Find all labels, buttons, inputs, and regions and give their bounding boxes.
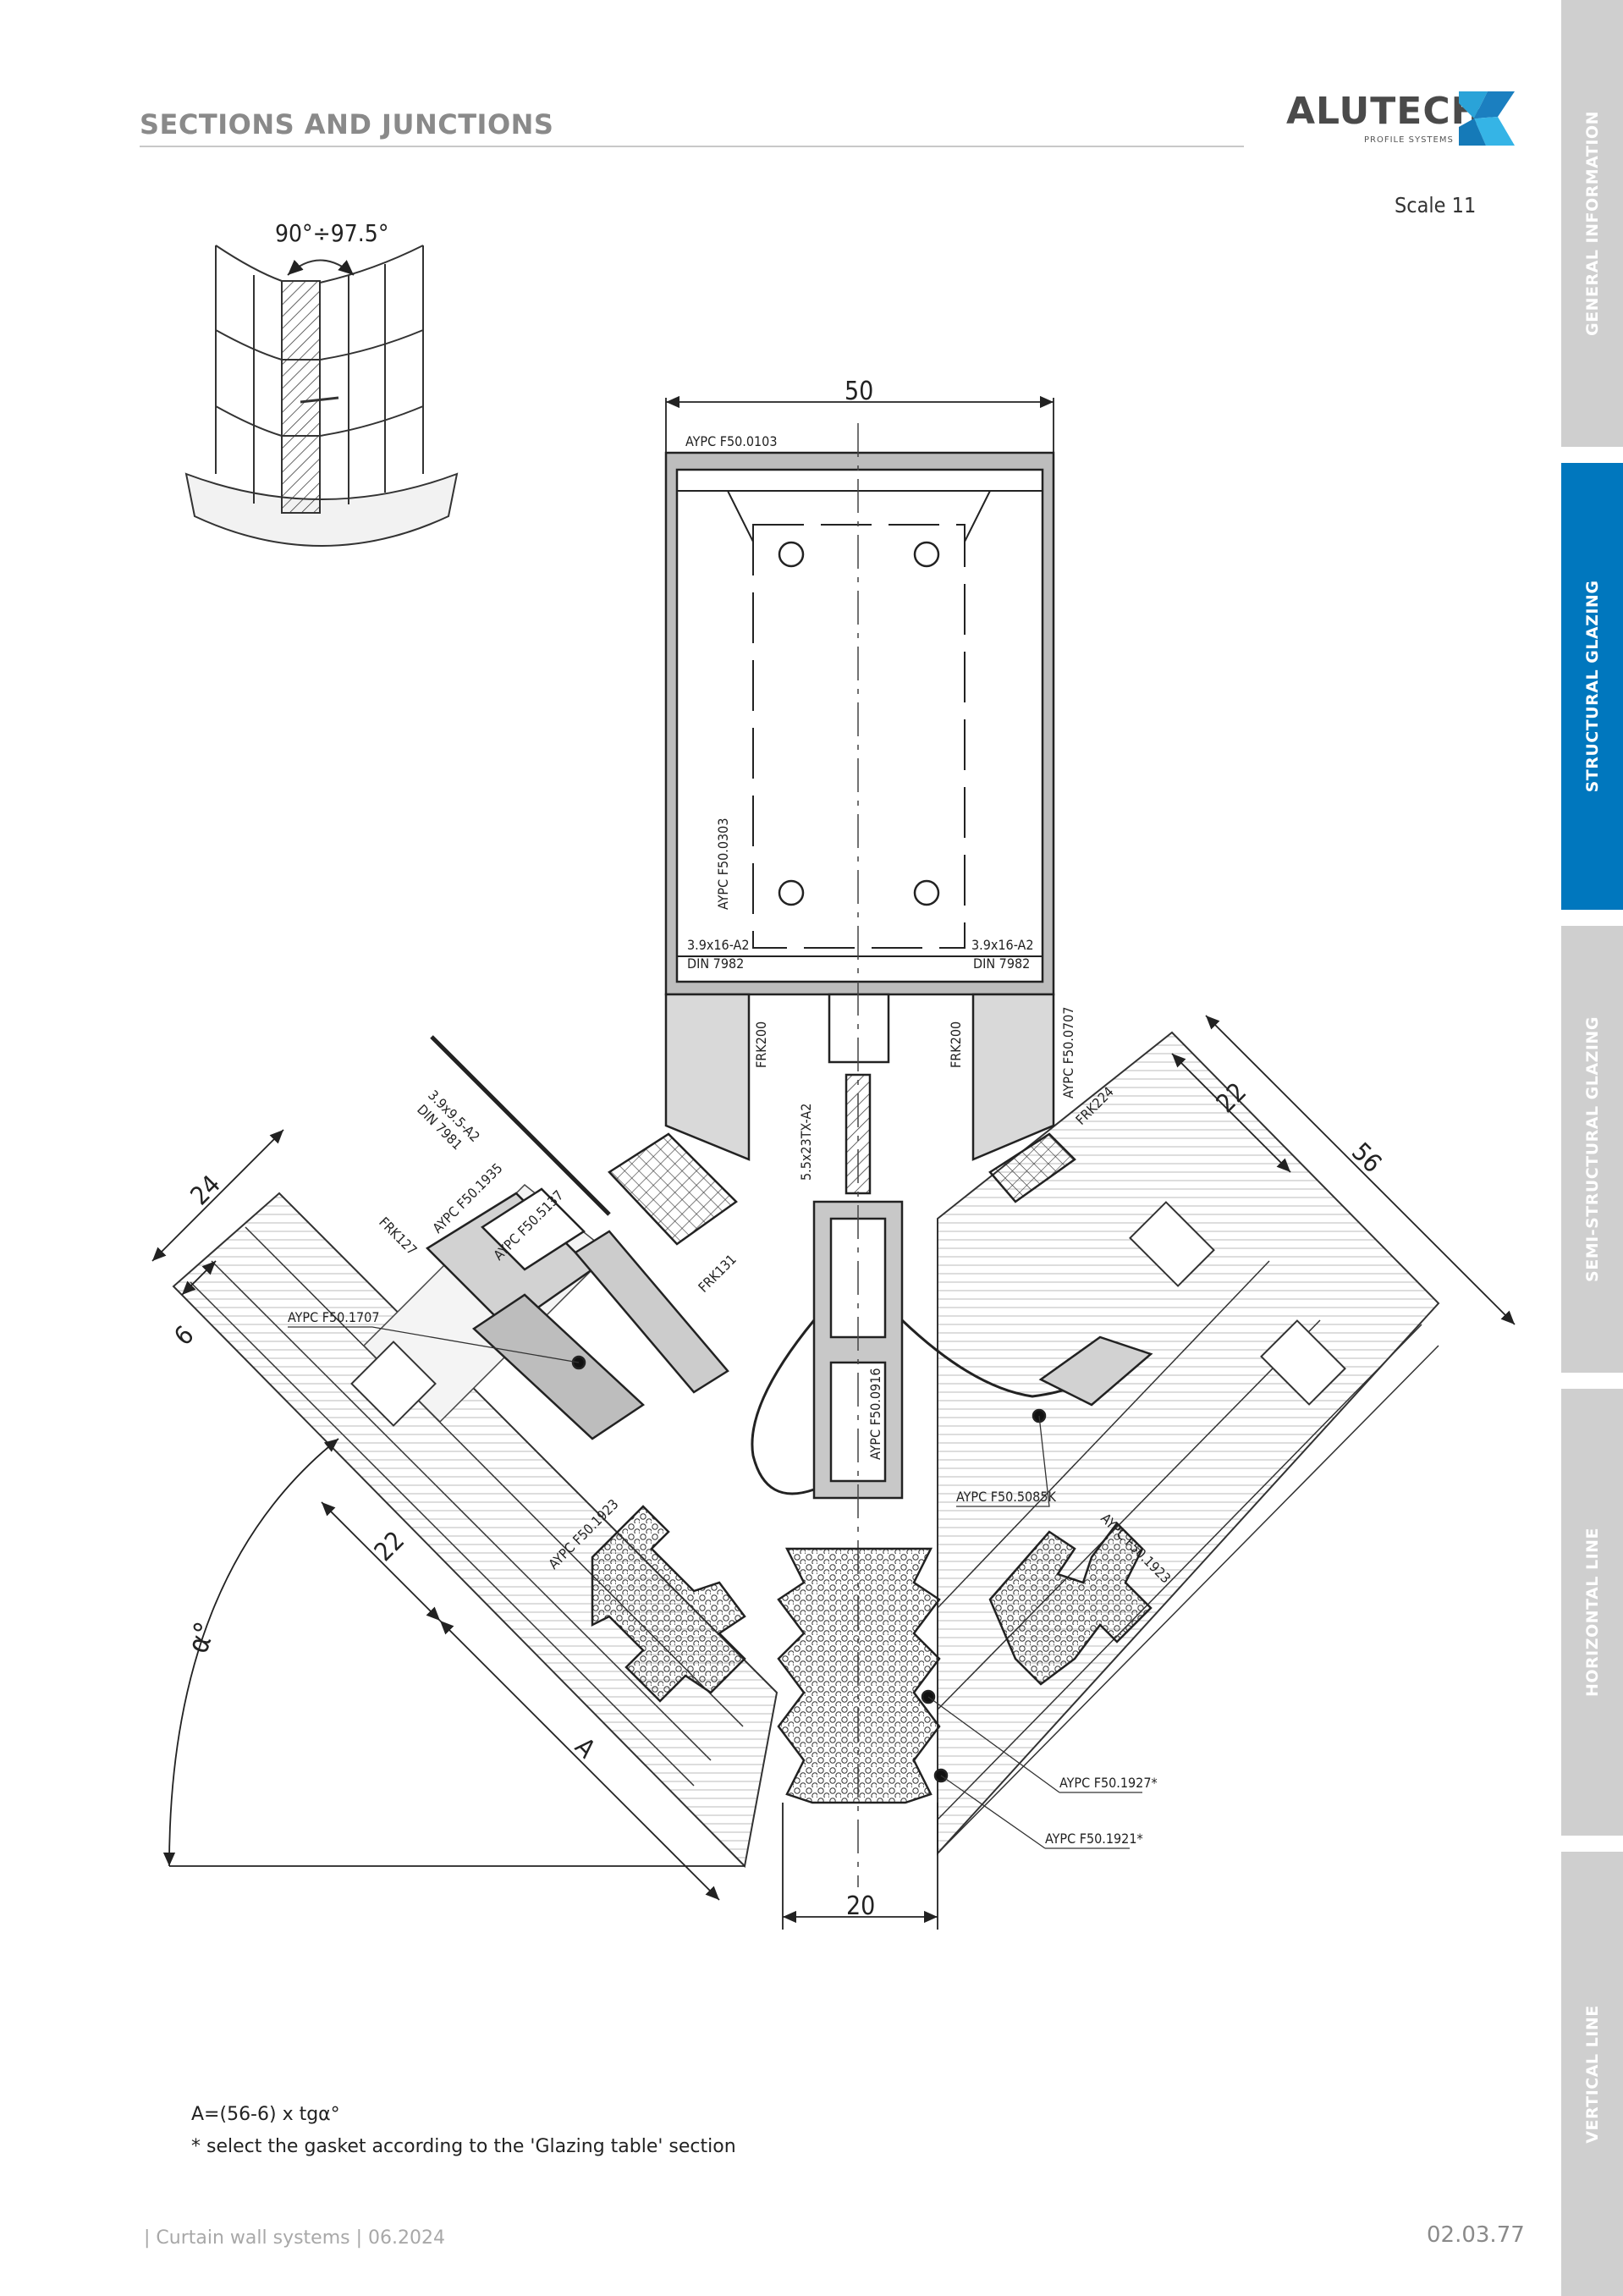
label-profile-0707: AYPC F50.0707: [1060, 1007, 1076, 1098]
label-screw-right-1: 3.9x16-A2: [971, 937, 1034, 953]
dim-left-outer: 24: [185, 1170, 227, 1211]
label-frk200-right: FRK200: [948, 1021, 964, 1068]
tab-structural-glazing[interactable]: STRUCTURAL GLAZING: [1561, 463, 1623, 910]
label-gasket-1921: AYPC F50.1921*: [1045, 1831, 1143, 1847]
dim-a-label: A: [569, 1732, 601, 1765]
formula-note: A=(56-6) x tgα°: [191, 2104, 340, 2125]
label-frk131: FRK131: [695, 1251, 739, 1295]
page-title: SECTIONS AND JUNCTIONS: [140, 108, 554, 140]
label-profile-5085k: AYPC F50.5085K: [956, 1489, 1056, 1505]
tab-vertical-line[interactable]: VERTICAL LINE: [1561, 1852, 1623, 2296]
logo-mark-icon: [1459, 91, 1515, 146]
scale-label: Scale 11: [1395, 193, 1477, 217]
right-gasket: [988, 1522, 1153, 1686]
label-profile-top: AYPC F50.0103: [685, 433, 777, 449]
label-frk127: FRK127: [376, 1214, 420, 1258]
tab-general-information[interactable]: GENERAL INFORMATION: [1561, 0, 1623, 447]
tab-semi-structural-glazing[interactable]: SEMI-STRUCTURAL GLAZING: [1561, 926, 1623, 1373]
drawing-notes: A=(56-6) x tgα° * select the gasket acco…: [191, 2099, 736, 2163]
label-profile-0916: AYPC F50.0916: [867, 1368, 883, 1460]
dim-alpha-label: α°: [181, 1618, 223, 1658]
dimension-lines: [151, 395, 1516, 1930]
logo-wordmark: ALUTECH: [1286, 90, 1483, 133]
label-profile-mullion: AYPC F50.0303: [715, 818, 731, 910]
section-drawing: 90°÷97.5°: [151, 219, 1516, 1930]
brand-logo: ALUTECH PROFILE SYSTEMS: [1286, 85, 1519, 152]
dim-right-outer: 56: [1345, 1137, 1387, 1179]
footnote: * select the gasket according to the 'Gl…: [191, 2136, 736, 2157]
label-screw-left-1: 3.9x16-A2: [687, 937, 750, 953]
dim-left-lower: 22: [369, 1526, 410, 1567]
logo-subtitle: PROFILE SYSTEMS: [1364, 135, 1454, 145]
label-screw-right-2: DIN 7982: [973, 955, 1030, 972]
page-number: 02.03.77: [1427, 2222, 1525, 2248]
section-sidebar: GENERAL INFORMATION STRUCTURAL GLAZING S…: [1561, 0, 1623, 2296]
label-screw-left-2: DIN 7982: [687, 955, 744, 972]
dim-bottom-width: 20: [846, 1891, 875, 1921]
dim-left-glass: 6: [168, 1320, 200, 1352]
corner-thumbnail: [184, 245, 459, 547]
tab-horizontal-line[interactable]: HORIZONTAL LINE: [1561, 1389, 1623, 1836]
center-gasket: [777, 1547, 941, 1804]
label-screw-center: 5.5x23TX-A2: [798, 1104, 814, 1181]
dim-top-width: 50: [845, 377, 873, 406]
label-gasket-1927: AYPC F50.1927*: [1059, 1775, 1158, 1791]
angle-range-label: 90°÷97.5°: [275, 219, 388, 247]
label-frk200-left: FRK200: [753, 1021, 769, 1068]
leader-lines: [288, 1326, 1142, 1849]
right-clamp-assembly: [988, 1132, 1153, 1423]
footer-document-info: | Curtain wall systems | 06.2024: [144, 2227, 445, 2249]
label-profile-1707: AYPC F50.1707: [288, 1309, 379, 1325]
header-divider: [140, 146, 1244, 147]
